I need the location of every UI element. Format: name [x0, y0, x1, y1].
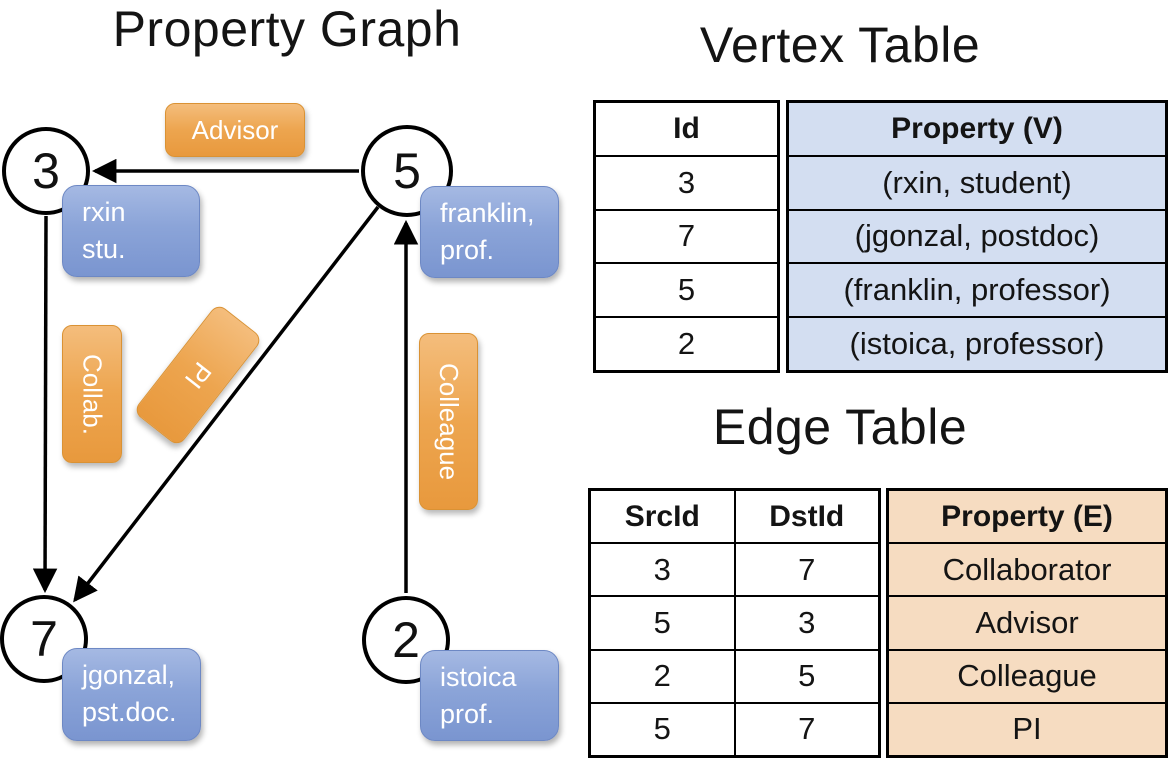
table-row: (jgonzal, postdoc) [789, 208, 1165, 263]
table-cell: 5 [798, 658, 816, 694]
edge-label-collab: Collab. [62, 325, 122, 463]
vertex-property-line: franklin, [440, 198, 535, 228]
column-header-srcid: SrcId [591, 491, 736, 543]
table-row: 3 7 [591, 542, 878, 596]
table-header-row: Property (V) [789, 103, 1165, 155]
vertex-property-box-istoica: istoica prof. [420, 650, 559, 741]
table-row: 2 5 [591, 648, 878, 702]
vertex-property-line: prof. [440, 699, 495, 729]
table-cell: (istoica, professor) [789, 318, 1165, 370]
edge-label-advisor: Advisor [165, 103, 305, 157]
table-cell: 5 [677, 272, 696, 308]
table-cell: 3 [798, 605, 816, 640]
table-row: 3 [596, 154, 777, 209]
table-cell: Advisor [889, 597, 1165, 649]
vertex-property-line: rxin [82, 197, 126, 227]
table-cell: 3 [677, 164, 696, 200]
table-cell: PI [889, 703, 1165, 756]
column-header-property-v: Property (V) [789, 103, 1165, 155]
table-cell: (jgonzal, postdoc) [789, 210, 1165, 263]
table-cell: 2 [677, 326, 696, 362]
table-cell: (rxin, student) [789, 156, 1165, 209]
table-cell: 7 [798, 711, 816, 747]
vertex-property-line: jgonzal, [82, 660, 176, 690]
table-row: 5 [596, 262, 777, 316]
vertex-id-label: 5 [393, 143, 421, 199]
table-cell: 5 [591, 703, 736, 756]
vertex-table-title: Vertex Table [699, 17, 981, 73]
graph-title: Property Graph [112, 1, 462, 57]
vertex-node-2: 2 [362, 596, 450, 684]
table-header-row: Id [596, 103, 777, 155]
vertex-property-line: istoica [440, 662, 517, 692]
table-cell: 5 [591, 597, 736, 649]
column-header-id: Id [673, 111, 700, 145]
vertex-id-label: 3 [32, 143, 60, 199]
table-header-row: SrcId DstId [591, 491, 878, 543]
vertex-id-label: 7 [30, 611, 58, 667]
table-cell: 2 [591, 650, 736, 702]
vertex-property-line: pst.doc. [82, 697, 177, 727]
table-cell: 7 [677, 218, 696, 254]
table-cell: Collaborator [889, 544, 1165, 596]
table-row: Advisor [889, 595, 1165, 649]
graph-edges [32, 158, 419, 603]
edge-table-ids-columns: SrcId DstId 3 7 5 3 2 5 5 7 [588, 488, 881, 758]
table-row: 2 [596, 316, 777, 370]
table-cell: 3 [591, 544, 736, 596]
edge-table-title: Edge Table [712, 399, 968, 455]
vertex-property-line: prof. [440, 235, 495, 265]
vertex-property-box-jgonzal: jgonzal, pst.doc. [62, 648, 201, 741]
table-row: Colleague [889, 648, 1165, 702]
column-header-dstid: DstId [769, 499, 845, 533]
table-row: PI [889, 701, 1165, 756]
vertex-id-label: 2 [392, 612, 420, 668]
table-row: 5 3 [591, 595, 878, 649]
table-header-row: Property (E) [889, 491, 1165, 543]
table-row: (rxin, student) [789, 154, 1165, 209]
column-header-property-e: Property (E) [889, 491, 1165, 543]
table-row: (istoica, professor) [789, 316, 1165, 370]
table-row: 5 7 [591, 701, 878, 756]
table-row: 7 [596, 208, 777, 263]
table-cell: 7 [798, 551, 816, 587]
edge-table-property-column: Property (E) Collaborator Advisor Collea… [886, 488, 1168, 758]
edge-arrow-collab-3-to-7 [32, 215, 58, 594]
edge-arrow-pi-5-to-7 [73, 205, 380, 603]
edge-label-colleague: Colleague [419, 333, 478, 510]
vertex-property-box-franklin: franklin, prof. [420, 186, 559, 278]
table-row: Collaborator [889, 542, 1165, 596]
table-cell: Colleague [889, 650, 1165, 702]
vertex-table-property-column: Property (V) (rxin, student) (jgonzal, p… [786, 100, 1168, 373]
table-row: (franklin, professor) [789, 262, 1165, 317]
vertex-property-line: stu. [82, 234, 126, 264]
vertex-property-box-rxin: rxin stu. [62, 185, 200, 277]
table-cell: (franklin, professor) [789, 264, 1165, 317]
vertex-table-id-column: Id 3 7 5 2 [593, 100, 780, 373]
